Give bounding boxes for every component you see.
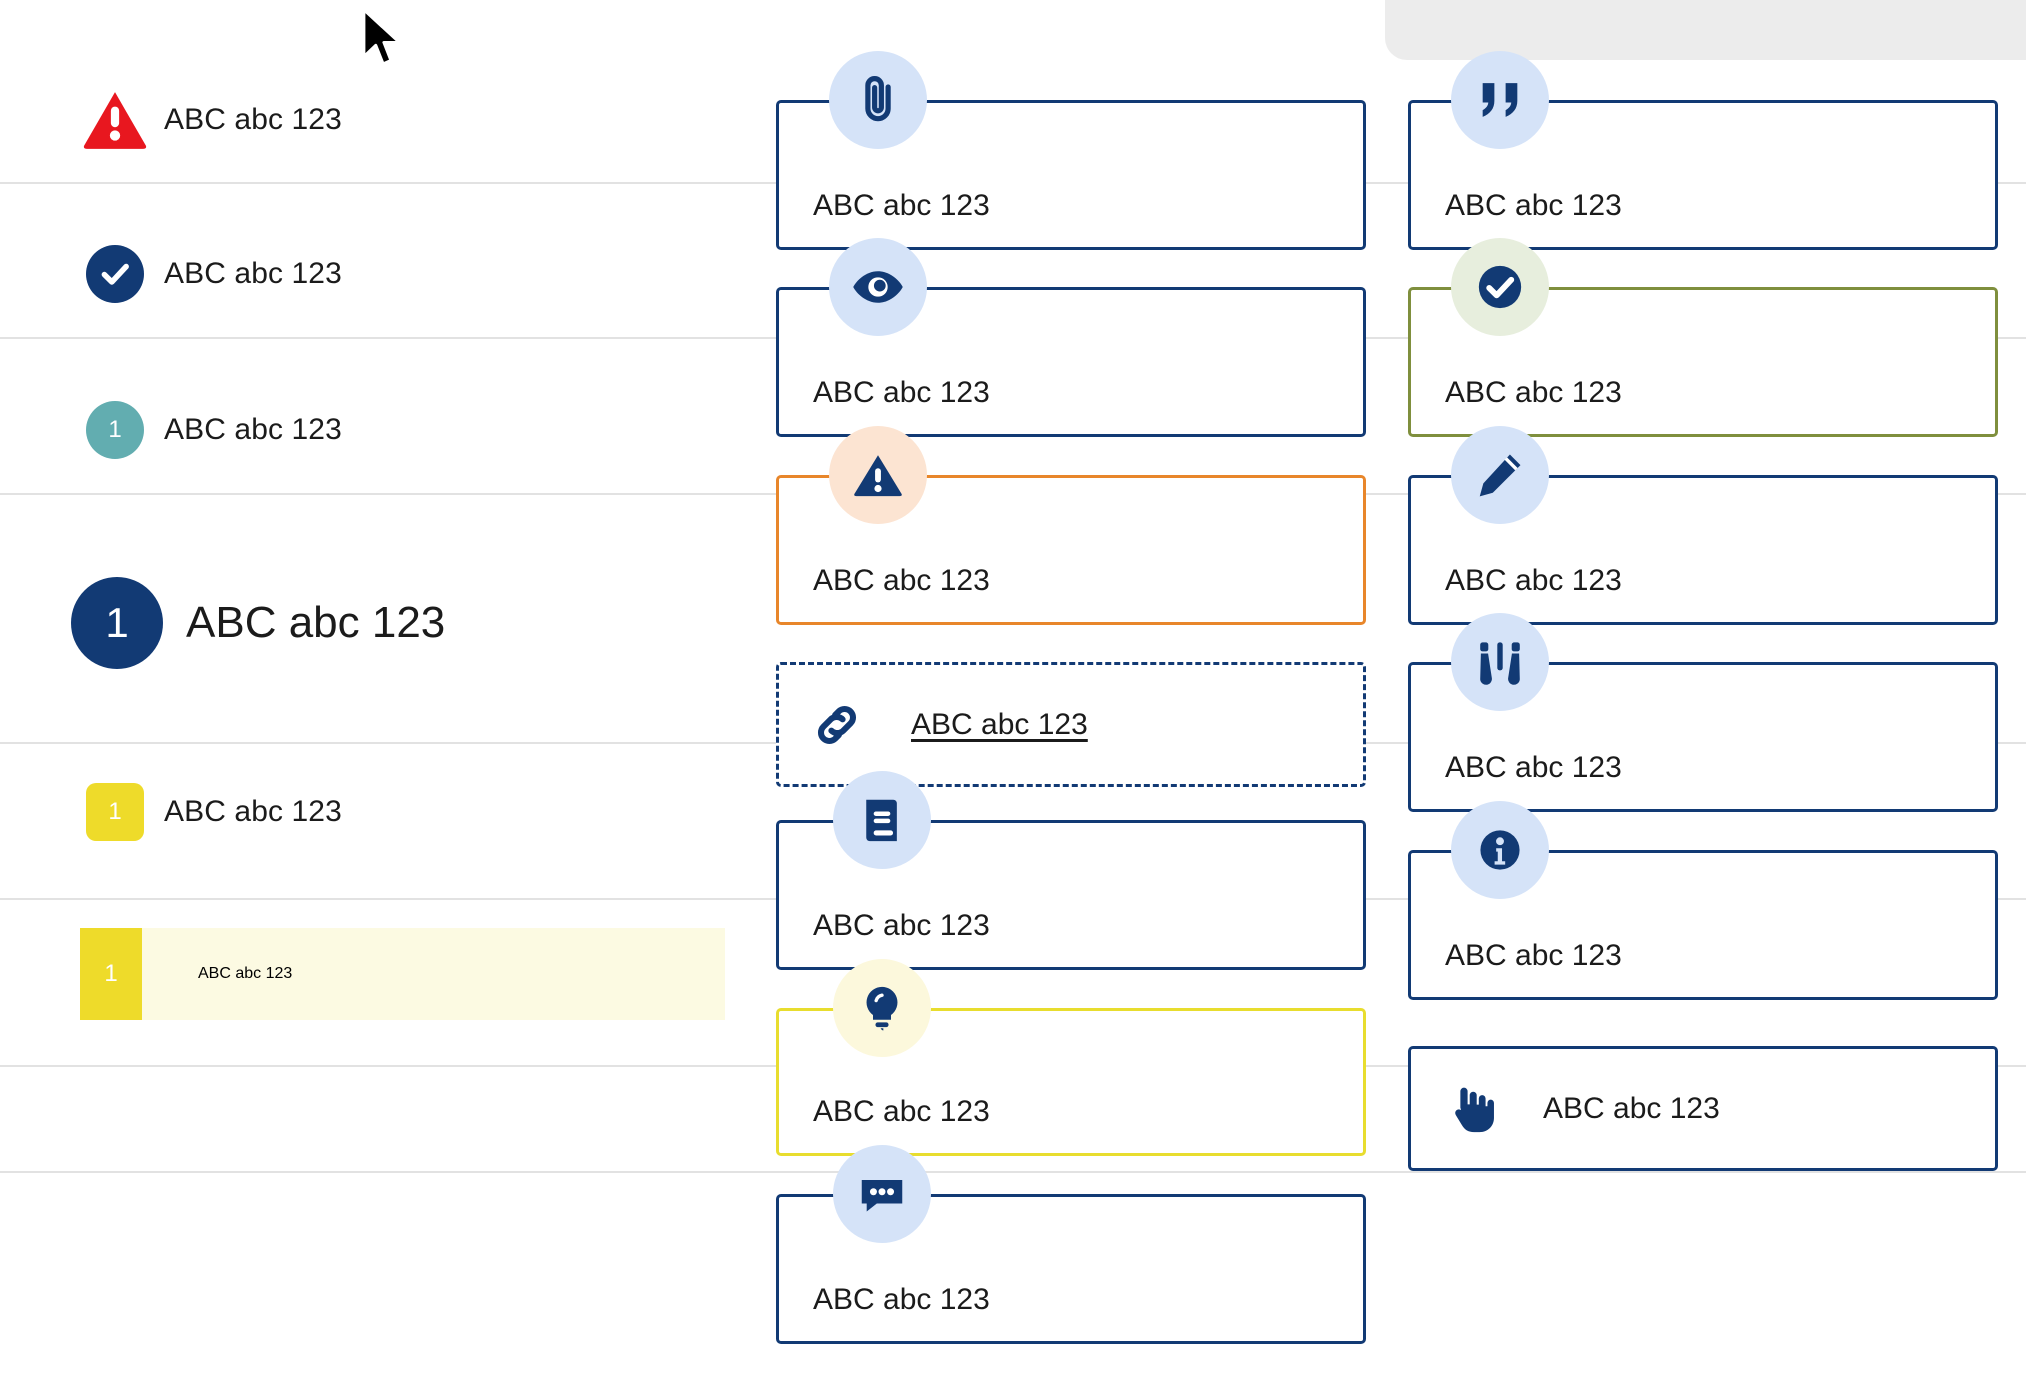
list-item-label: ABC abc 123 <box>186 598 446 647</box>
list-item-label: ABC abc 123 <box>164 257 342 290</box>
paperclip-icon <box>829 51 927 149</box>
hand-pointer-icon <box>1439 1079 1499 1139</box>
card-label: ABC abc 123 <box>813 376 990 409</box>
pencil-icon <box>1451 426 1549 524</box>
sheet-corner <box>1385 0 2026 60</box>
card-book[interactable]: ABC abc 123 <box>776 771 1366 970</box>
card-link[interactable]: ABC abc 123 <box>776 662 1366 787</box>
left-list-column: ABC abc 123 ABC abc 123 1 ABC abc 123 <box>0 0 760 1392</box>
lightbulb-icon <box>833 959 931 1057</box>
card-lightbulb[interactable]: ABC abc 123 <box>776 959 1366 1156</box>
list-item[interactable]: 1 ABC abc 123 <box>0 772 760 852</box>
card-label: ABC abc 123 <box>813 909 990 942</box>
book-icon <box>833 771 931 869</box>
card-label: ABC abc 123 <box>1543 1091 1720 1125</box>
binoculars-icon <box>1451 613 1549 711</box>
card-eye[interactable]: ABC abc 123 <box>776 238 1366 437</box>
list-item-label: ABC abc 123 <box>164 103 342 136</box>
card-label: ABC abc 123 <box>1445 376 1622 409</box>
card-warning[interactable]: ABC abc 123 <box>776 426 1366 625</box>
number-badge-value: 1 <box>86 783 144 841</box>
card-comment[interactable]: ABC abc 123 <box>776 1145 1366 1344</box>
card-binoculars[interactable]: ABC abc 123 <box>1408 613 1998 812</box>
card-info[interactable]: ABC abc 123 <box>1408 801 1998 1000</box>
warning-triangle-icon <box>70 90 160 150</box>
card-label: ABC abc 123 <box>1445 939 1622 972</box>
card-pencil[interactable]: ABC abc 123 <box>1408 426 1998 625</box>
mouse-cursor <box>362 8 401 66</box>
card-label: ABC abc 123 <box>1445 189 1622 222</box>
list-item[interactable]: ABC abc 123 <box>0 234 760 314</box>
card-label: ABC abc 123 <box>813 189 990 222</box>
list-item-label: ABC abc 123 <box>198 965 293 982</box>
list-item-label: ABC abc 123 <box>164 413 342 446</box>
number-badge: 1 <box>56 577 178 669</box>
check-circle-icon <box>70 245 160 303</box>
info-icon <box>1451 801 1549 899</box>
card-label: ABC abc 123 <box>813 1095 990 1128</box>
card-label: ABC abc 123 <box>1445 564 1622 597</box>
number-badge: 1 <box>70 401 160 459</box>
list-item-highlighted[interactable]: 1 ABC abc 123 <box>80 928 725 1020</box>
comment-icon <box>833 1145 931 1243</box>
card-link-label[interactable]: ABC abc 123 <box>911 707 1088 741</box>
eye-icon <box>829 238 927 336</box>
number-badge-value: 1 <box>71 577 163 669</box>
card-label: ABC abc 123 <box>813 564 990 597</box>
number-badge-value: 1 <box>80 928 142 1020</box>
card-label: ABC abc 123 <box>1445 751 1622 784</box>
quote-icon <box>1451 51 1549 149</box>
number-badge: 1 <box>70 783 160 841</box>
number-badge-value: 1 <box>86 401 144 459</box>
list-item[interactable]: ABC abc 123 <box>0 80 760 160</box>
list-item[interactable]: 1 ABC abc 123 <box>0 568 760 678</box>
divider-rule <box>0 1171 2026 1173</box>
link-icon <box>807 695 867 755</box>
card-hand-pointer[interactable]: ABC abc 123 <box>1408 1046 1998 1171</box>
list-item[interactable]: 1 ABC abc 123 <box>0 390 760 470</box>
card-label: ABC abc 123 <box>813 1283 990 1316</box>
list-item-label: ABC abc 123 <box>164 795 342 828</box>
warning-triangle-icon <box>829 426 927 524</box>
card-paperclip[interactable]: ABC abc 123 <box>776 51 1366 250</box>
card-quote[interactable]: ABC abc 123 <box>1408 51 1998 250</box>
card-success[interactable]: ABC abc 123 <box>1408 238 1998 437</box>
check-circle-icon <box>1451 238 1549 336</box>
